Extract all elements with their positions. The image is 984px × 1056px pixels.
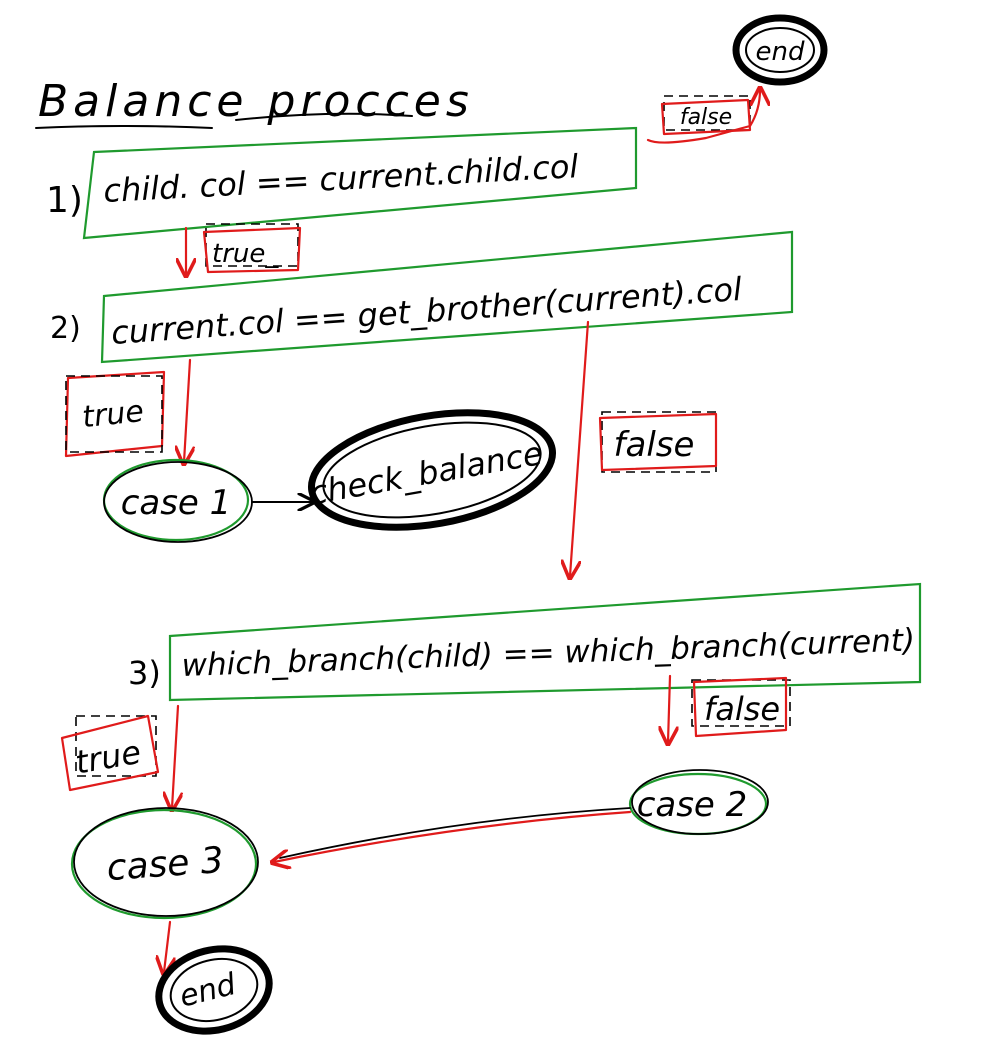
page-title: Balance procces — [38, 76, 474, 127]
true-3-arrow — [172, 704, 178, 808]
end-top-ellipse-inner — [745, 27, 815, 73]
check-balance-ellipse-inner — [322, 421, 542, 519]
end-node-bottom: end — [155, 945, 273, 1035]
false-1-text: false — [680, 105, 732, 130]
end-top-label: end — [756, 37, 805, 67]
true-2-arrow — [184, 358, 190, 462]
step-2-condition: current.col == get_brother(current).col — [110, 270, 743, 352]
step-2-box — [100, 230, 794, 364]
false-1-arrow — [646, 90, 760, 144]
title-group: Balance procces — [35, 76, 474, 129]
true-1-text: true_ — [212, 239, 279, 269]
false-2-arrow — [570, 320, 590, 576]
case-2-to-case-3-arrow — [274, 810, 632, 862]
true-3-text: true — [72, 733, 143, 782]
false-2-text: false — [614, 425, 695, 465]
end-bottom-ellipse — [155, 945, 273, 1035]
step-1: 1) child. col == current.child.col — [46, 126, 638, 240]
true-label-3: true — [60, 714, 160, 792]
title-underline — [35, 125, 213, 129]
case-3-ellipse — [70, 808, 258, 920]
case-3-node: case 3 — [70, 807, 259, 920]
true-1-red-box — [202, 226, 302, 274]
false-label-3: false — [691, 676, 791, 738]
check-balance-node: check_balance — [307, 409, 557, 531]
check-balance-ellipse — [307, 409, 557, 531]
case-3-ellipse-ink — [73, 807, 259, 917]
false-3-red-box — [692, 676, 788, 738]
step-3-condition: which_branch(child) == which_branch(curr… — [181, 622, 916, 684]
case-1-label: case 1 — [121, 483, 232, 523]
false-2-red-box — [598, 412, 718, 472]
false-3-arrow — [668, 674, 670, 742]
true-3-dash-box — [75, 715, 157, 777]
true-label-1: true_ — [202, 223, 302, 274]
step-1-number: 1) — [46, 180, 83, 221]
true-2-dash-box — [65, 375, 163, 453]
step-3-box — [168, 582, 922, 702]
case-2-ellipse-ink — [631, 769, 769, 835]
end-bottom-label: end — [176, 967, 240, 1015]
step-3: 3) which_branch(child) == which_branch(c… — [128, 582, 922, 702]
step-2: 2) current.col == get_brother(current).c… — [50, 230, 794, 364]
case-3-to-end-arrow — [164, 920, 170, 972]
true-3-red-box — [60, 714, 160, 792]
case-2-node: case 2 — [628, 769, 769, 836]
case-2-to-case-3-ink — [279, 807, 631, 859]
false-label-1: false — [660, 95, 752, 136]
title-underline-2 — [235, 112, 413, 121]
end-node-top: end — [732, 14, 828, 86]
case-1-node: case 1 — [102, 458, 253, 543]
step-1-box — [82, 126, 638, 240]
false-1-red-box — [660, 98, 752, 136]
step-2-number: 2) — [50, 311, 81, 346]
end-top-ellipse — [732, 14, 828, 86]
false-3-text: false — [704, 690, 780, 728]
case-2-label: case 2 — [637, 785, 748, 825]
false-label-2: false — [598, 411, 718, 473]
true-label-2: true — [64, 370, 166, 458]
step-3-number: 3) — [128, 654, 161, 692]
end-bottom-ellipse-inner — [169, 958, 259, 1022]
case-3-label: case 3 — [105, 840, 225, 889]
true-2-text: true — [81, 394, 146, 435]
